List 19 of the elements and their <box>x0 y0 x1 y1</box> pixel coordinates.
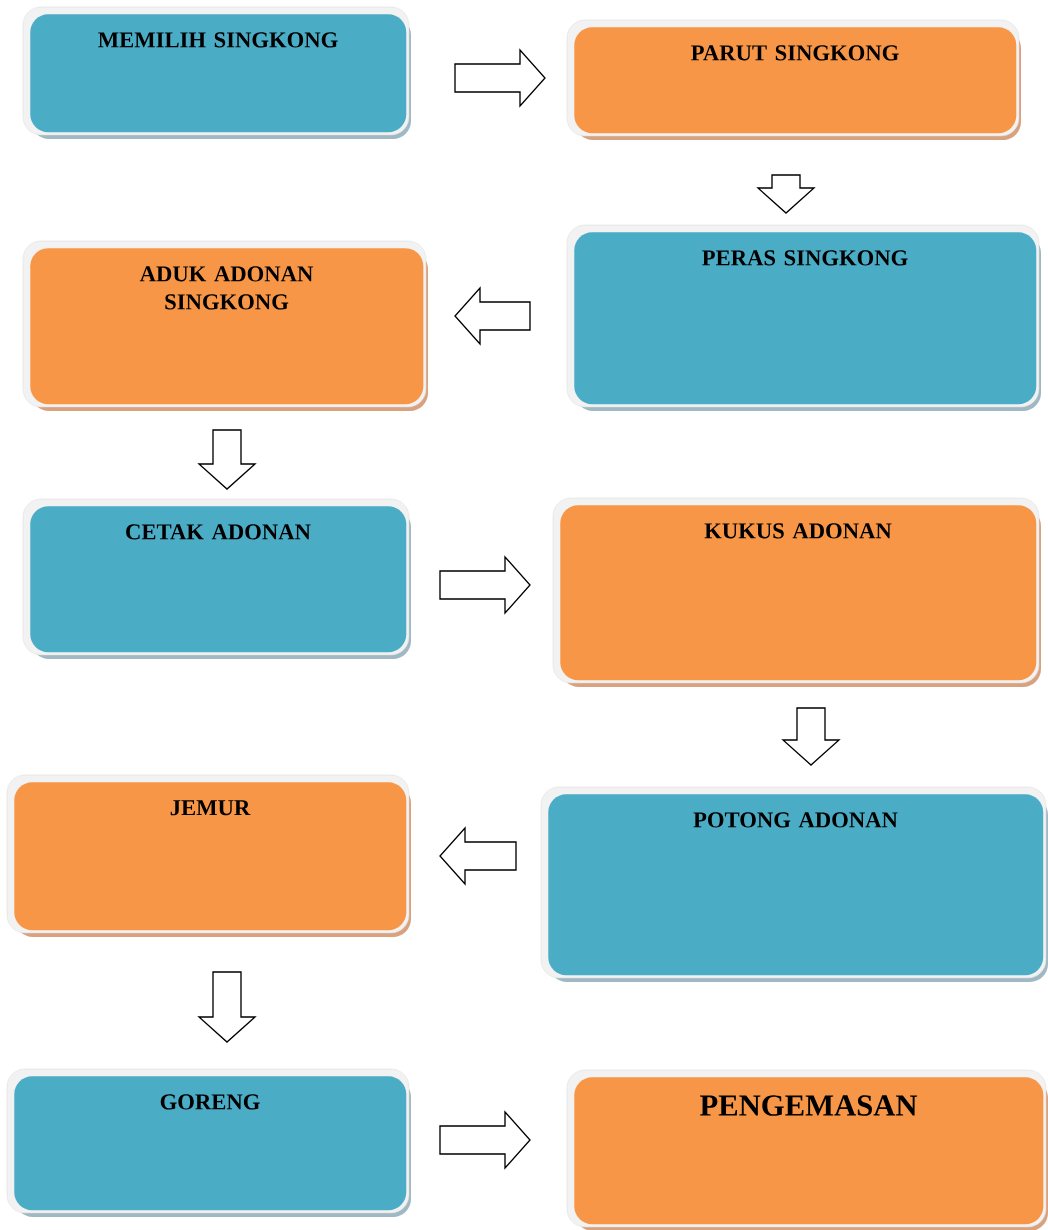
process-box: MEMILIH SINGKONG <box>22 6 411 139</box>
block-arrow <box>454 48 546 108</box>
block-arrow <box>439 1110 531 1170</box>
block-arrow <box>454 286 531 346</box>
block-arrow <box>197 971 257 1043</box>
process-box: PENGEMASAN <box>566 1069 1048 1230</box>
block-arrow <box>439 826 517 886</box>
process-box: KUKUS ADONAN <box>552 497 1041 687</box>
process-box: JEMUR <box>6 774 411 937</box>
process-box: PARUT SINGKONG <box>566 19 1021 140</box>
block-arrow <box>197 429 257 490</box>
process-box: GORENG <box>6 1068 411 1217</box>
block-arrow <box>439 555 531 615</box>
process-box: POTONG ADONAN <box>540 786 1048 982</box>
process-box: CETAK ADONAN <box>22 498 411 659</box>
block-arrow <box>781 707 841 766</box>
block-arrow <box>756 174 816 214</box>
process-box: PERAS SINGKONG <box>566 224 1041 411</box>
process-box: ADUK ADONAN SINGKONG <box>22 240 428 411</box>
